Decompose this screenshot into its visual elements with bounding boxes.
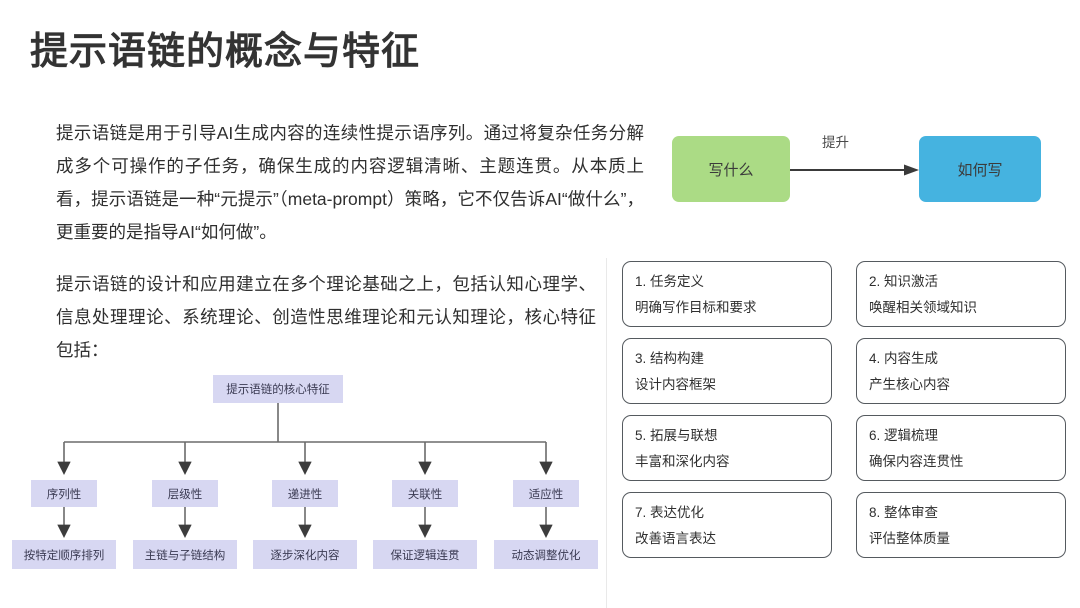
stage-card-title: 6. 逻辑梳理 [869, 428, 939, 443]
tree-detail-node[interactable]: 保证逻辑连贯 [373, 540, 477, 569]
stage-card[interactable]: 5. 拓展与联想 丰富和深化内容 [622, 415, 832, 481]
intro-paragraph: 提示语链是用于引导AI生成内容的连续性提示语序列。通过将复杂任务分解成多个可操作… [56, 123, 644, 242]
tree-detail-node[interactable]: 主链与子链结构 [133, 540, 237, 569]
tree-detail-node[interactable]: 动态调整优化 [494, 540, 598, 569]
tree-detail-node[interactable]: 按特定顺序排列 [12, 540, 116, 569]
flow-diagram: 写什么 如何写 提升 [672, 135, 1064, 202]
stage-card-desc: 确保内容连贯性 [869, 454, 964, 469]
stage-card-title: 2. 知识激活 [869, 274, 939, 289]
stage-card-desc: 评估整体质量 [869, 531, 950, 546]
tree-feature-node[interactable]: 递进性 [272, 480, 338, 507]
stage-card-title: 8. 整体审查 [869, 505, 939, 520]
stage-card[interactable]: 7. 表达优化 改善语言表达 [622, 492, 832, 558]
page-title: 提示语链的概念与特征 [30, 31, 421, 73]
tree-root-node[interactable]: 提示语链的核心特征 [213, 375, 343, 403]
stage-card-desc: 唤醒相关领域知识 [869, 300, 977, 315]
vertical-divider [606, 258, 607, 608]
tree-detail-node[interactable]: 逐步深化内容 [253, 540, 357, 569]
core-feature-tree: 提示语链的核心特征 序列性 层级性 递进性 关联性 适应性 按特定顺序排列 主链… [0, 368, 612, 608]
stage-card[interactable]: 4. 内容生成 产生核心内容 [856, 338, 1066, 404]
flow-arrow-icon [790, 163, 919, 176]
stage-card-desc: 明确写作目标和要求 [635, 300, 757, 315]
theory-paragraph: 提示语链的设计和应用建立在多个理论基础之上，包括认知心理学、信息处理理论、系统理… [56, 274, 596, 360]
tree-feature-node[interactable]: 层级性 [152, 480, 218, 507]
stage-card-title: 3. 结构构建 [635, 351, 705, 366]
stage-card-desc: 设计内容框架 [635, 377, 716, 392]
stage-card-desc: 产生核心内容 [869, 377, 950, 392]
stage-card[interactable]: 1. 任务定义 明确写作目标和要求 [622, 261, 832, 327]
flow-node-source[interactable]: 写什么 [672, 136, 790, 202]
tree-feature-node[interactable]: 适应性 [513, 480, 579, 507]
stage-card[interactable]: 2. 知识激活 唤醒相关领域知识 [856, 261, 1066, 327]
flow-node-target[interactable]: 如何写 [919, 136, 1041, 202]
stage-card-title: 1. 任务定义 [635, 274, 705, 289]
flow-edge-label: 提升 [822, 135, 849, 150]
stage-card[interactable]: 3. 结构构建 设计内容框架 [622, 338, 832, 404]
tree-connectors-icon [57, 403, 553, 539]
tree-feature-node[interactable]: 序列性 [31, 480, 97, 507]
stage-card[interactable]: 6. 逻辑梳理 确保内容连贯性 [856, 415, 1066, 481]
stage-card-title: 7. 表达优化 [635, 505, 705, 520]
stage-card-desc: 改善语言表达 [635, 531, 716, 546]
tree-feature-node[interactable]: 关联性 [392, 480, 458, 507]
stage-card[interactable]: 8. 整体审查 评估整体质量 [856, 492, 1066, 558]
stage-card-grid: 1. 任务定义 明确写作目标和要求 2. 知识激活 唤醒相关领域知识 3. 结构… [622, 261, 1066, 558]
stage-card-desc: 丰富和深化内容 [635, 454, 730, 469]
stage-card-title: 4. 内容生成 [869, 351, 939, 366]
stage-card-title: 5. 拓展与联想 [635, 428, 718, 443]
